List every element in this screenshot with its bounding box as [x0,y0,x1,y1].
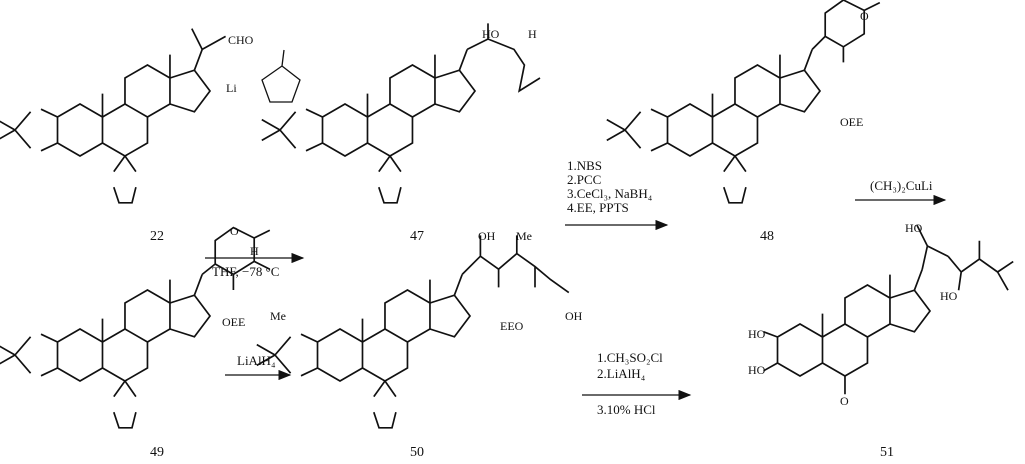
compound-number-48: 48 [760,229,774,244]
compound-number-51: 51 [880,445,894,460]
compound-number-47: 47 [410,229,424,244]
terminal-oh-50: OH [565,309,583,323]
compound-number-22: 22 [150,229,164,244]
ketone-label-51: O [840,394,849,408]
me-label-49: Me [270,309,286,323]
oee-label-49: OEE [222,315,245,329]
ring-hydroxyl-1: HO [748,327,766,341]
furyllithium-structure: Li [226,49,301,103]
step2-reagent-2: 2.PCC [567,172,601,187]
compound-22-structure [0,28,227,204]
compound-51-structure [763,224,1014,395]
step5-reagent-3: 3.10% HCl [597,402,656,417]
step1-reagent: THF, −78 °C [212,264,279,279]
me-label-50: Me [516,229,532,243]
lithium-label: Li [226,81,237,95]
lactone-carbonyl-49: O [230,224,239,238]
compound-number-50: 50 [410,445,424,460]
lactone-carbonyl-48: O [860,9,869,23]
step3-reagent: (CH₃)₂CuLi [870,178,933,193]
side-hydroxyl-1-51: HO [905,221,923,235]
oee-label-48: OEE [840,115,863,129]
compound-48-structure [605,0,881,204]
step2-reagent-3: 3.CeCl₃, NaBH₄ [567,186,653,201]
step5-reagent-2: 2.LiAlH₄ [597,366,646,381]
compound-47-structure [260,23,541,204]
step2-reagent-1: 1.NBS [567,158,602,173]
step4-reagent: LiAlH₄ [237,353,276,368]
compound-50-structure [255,235,570,429]
step5-reagent-1: 1.CH₃SO₂Cl [597,350,663,365]
side-hydroxyl-2-51: HO [940,289,958,303]
step2-reagent-4: 4.EE, PPTS [567,200,629,215]
h-label-49: H [250,244,259,258]
compound-49-structure [0,226,271,429]
hydroxyl-label-47: HO [482,27,500,41]
aldehyde-label: CHO [228,33,254,47]
ring-hydroxyl-2: HO [748,363,766,377]
eeo-label-50: EEO [500,319,524,333]
h-label-47: H [528,27,537,41]
hydroxyl-label-50: OH [478,229,496,243]
compound-number-49: 49 [150,445,164,460]
